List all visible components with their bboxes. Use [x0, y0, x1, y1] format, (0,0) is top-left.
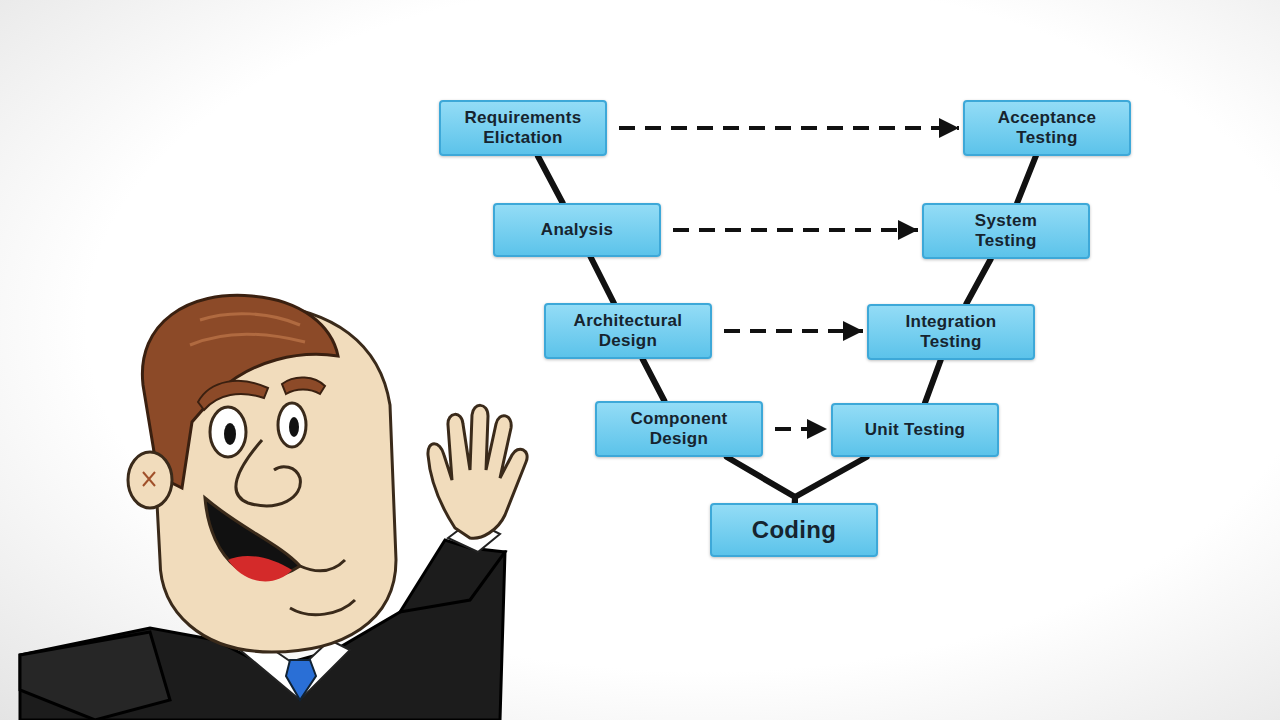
eyebrow	[198, 381, 268, 410]
process-box: Component Design	[595, 401, 763, 457]
box-label: Coding	[752, 516, 836, 544]
eye	[278, 403, 306, 447]
process-box: Architectural Design	[544, 303, 712, 359]
tongue	[228, 556, 292, 582]
v-model-line	[1017, 156, 1036, 203]
box-label: Unit Testing	[865, 420, 966, 440]
process-box: Analysis	[493, 203, 661, 257]
v-model-line	[591, 257, 614, 303]
ear	[128, 452, 172, 508]
box-label: Component Design	[624, 409, 734, 448]
face-lines	[290, 560, 355, 615]
dashed-arrow	[619, 126, 959, 130]
eyebrow	[282, 377, 325, 394]
hair	[142, 295, 338, 488]
process-box: Acceptance Testing	[963, 100, 1131, 156]
process-box: System Testing	[922, 203, 1090, 259]
tie	[286, 660, 316, 700]
dashed-arrow	[775, 427, 827, 431]
ear-mark	[143, 472, 155, 486]
box-label: Requirements Elictation	[457, 108, 589, 147]
process-box: Requirements Elictation	[439, 100, 607, 156]
box-label: System Testing	[956, 211, 1056, 250]
v-model-line	[925, 360, 941, 403]
dashed-arrow	[724, 329, 863, 333]
box-label: Analysis	[541, 220, 613, 240]
suit-arm	[20, 632, 170, 720]
raised-sleeve	[400, 540, 505, 612]
v-model-line	[538, 156, 563, 203]
v-model-line	[966, 259, 991, 304]
pupil	[224, 423, 236, 445]
nose	[236, 440, 301, 506]
dashed-arrow	[673, 228, 918, 232]
process-box: Coding	[710, 503, 878, 557]
v-model-line	[795, 457, 867, 503]
process-box: Integration Testing	[867, 304, 1035, 360]
v-model-line	[727, 457, 795, 503]
pupil	[289, 417, 299, 437]
box-label: Acceptance Testing	[991, 108, 1103, 147]
v-model-line	[643, 359, 665, 401]
box-label: Integration Testing	[896, 312, 1006, 351]
box-label: Architectural Design	[567, 311, 689, 350]
hair-strands	[190, 314, 305, 345]
eye	[210, 407, 246, 457]
process-box: Unit Testing	[831, 403, 999, 457]
waving-hand	[428, 405, 527, 538]
